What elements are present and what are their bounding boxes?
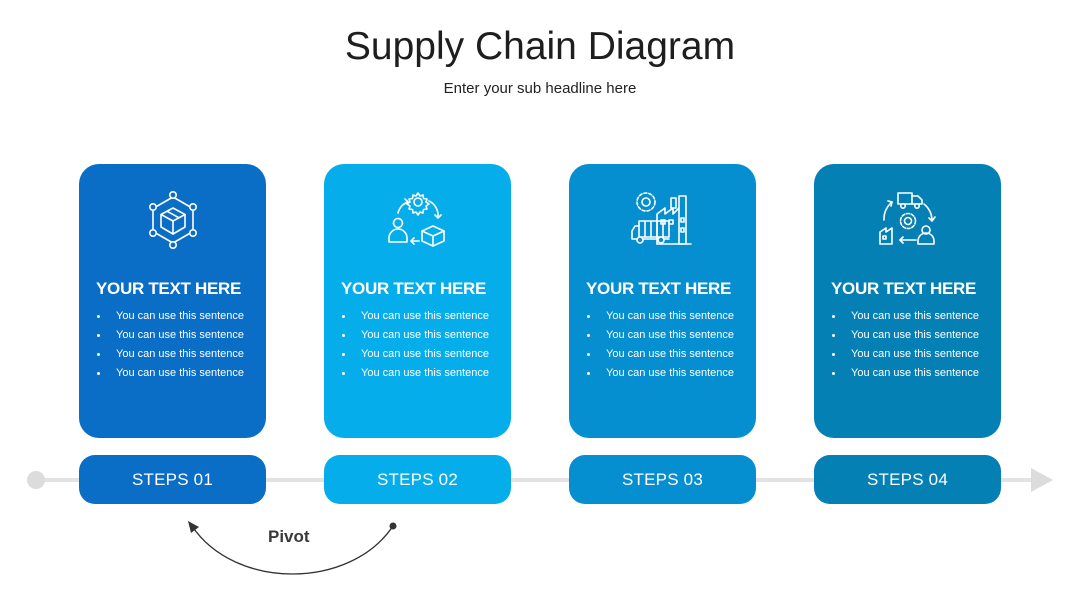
card-heading: YOUR TEXT HERE [586, 279, 732, 298]
pivot-label: Pivot [268, 527, 310, 546]
page-subtitle: Enter your sub headline here [443, 80, 637, 97]
card-bullet-list: You can use this sentence You can use th… [341, 307, 489, 383]
list-item: You can use this sentence [341, 326, 489, 345]
card-bullet-list: You can use this sentence You can use th… [96, 307, 244, 383]
pivot-arrowhead-icon [188, 521, 199, 533]
supply-cycle-icon [876, 188, 940, 252]
pivot-dot [389, 522, 397, 530]
step-card-3: YOUR TEXT HERE You can use this sentence… [569, 164, 756, 438]
step-badge-1: STEPS 01 [79, 455, 266, 504]
list-item: You can use this sentence [831, 307, 979, 326]
list-item: You can use this sentence [96, 326, 244, 345]
page-title: Supply Chain Diagram [344, 25, 736, 68]
timeline-start-dot [27, 471, 45, 489]
list-item: You can use this sentence [586, 364, 734, 383]
list-item: You can use this sentence [341, 307, 489, 326]
list-item: You can use this sentence [96, 307, 244, 326]
list-item: You can use this sentence [341, 345, 489, 364]
card-heading: YOUR TEXT HERE [96, 279, 242, 298]
list-item: You can use this sentence [586, 307, 734, 326]
step-badge-3: STEPS 03 [569, 455, 756, 504]
person-gear-box-cycle-icon [386, 188, 450, 252]
card-bullet-list: You can use this sentence You can use th… [586, 307, 734, 383]
step-badge-2: STEPS 02 [324, 455, 511, 504]
list-item: You can use this sentence [831, 364, 979, 383]
timeline-line [36, 478, 1034, 482]
step-badge-4: STEPS 04 [814, 455, 1001, 504]
card-heading: YOUR TEXT HERE [831, 279, 977, 298]
step-card-1: YOUR TEXT HERE You can use this sentence… [79, 164, 266, 438]
card-heading: YOUR TEXT HERE [341, 279, 487, 298]
step-card-2: YOUR TEXT HERE You can use this sentence… [324, 164, 511, 438]
list-item: You can use this sentence [586, 345, 734, 364]
cube-network-icon [141, 188, 205, 252]
card-bullet-list: You can use this sentence You can use th… [831, 307, 979, 383]
list-item: You can use this sentence [831, 345, 979, 364]
timeline-arrow-icon [1031, 468, 1053, 492]
factory-truck-gear-icon [631, 188, 695, 252]
list-item: You can use this sentence [96, 345, 244, 364]
list-item: You can use this sentence [831, 326, 979, 345]
list-item: You can use this sentence [586, 326, 734, 345]
list-item: You can use this sentence [341, 364, 489, 383]
list-item: You can use this sentence [96, 364, 244, 383]
step-card-4: YOUR TEXT HERE You can use this sentence… [814, 164, 1001, 438]
